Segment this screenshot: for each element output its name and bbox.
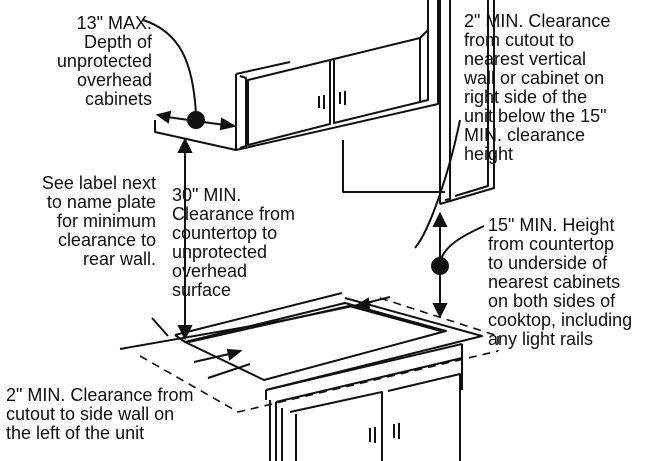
min-height-label: 15" MIN. Height from countertop to under… — [488, 215, 633, 349]
right-upper-cabinet — [439, 0, 495, 205]
lower-cabinet — [269, 357, 463, 461]
rear-wall-label: See label next to name plate for minimum… — [41, 173, 156, 269]
overhead-clearance-label: 30" MIN. Clearance from countertop to un… — [172, 185, 296, 300]
max-depth-label: 13" MAX. Depth of unprotected overhead c… — [56, 13, 152, 109]
clearance-outline — [139, 297, 499, 413]
right-clearance-label: 2" MIN. Clearance from cutout to nearest… — [464, 11, 611, 164]
countertop — [119, 292, 483, 400]
left-clearance-label: 2" MIN. Clearance from cutout to side wa… — [6, 385, 194, 443]
upper-cabinet — [154, 0, 439, 151]
